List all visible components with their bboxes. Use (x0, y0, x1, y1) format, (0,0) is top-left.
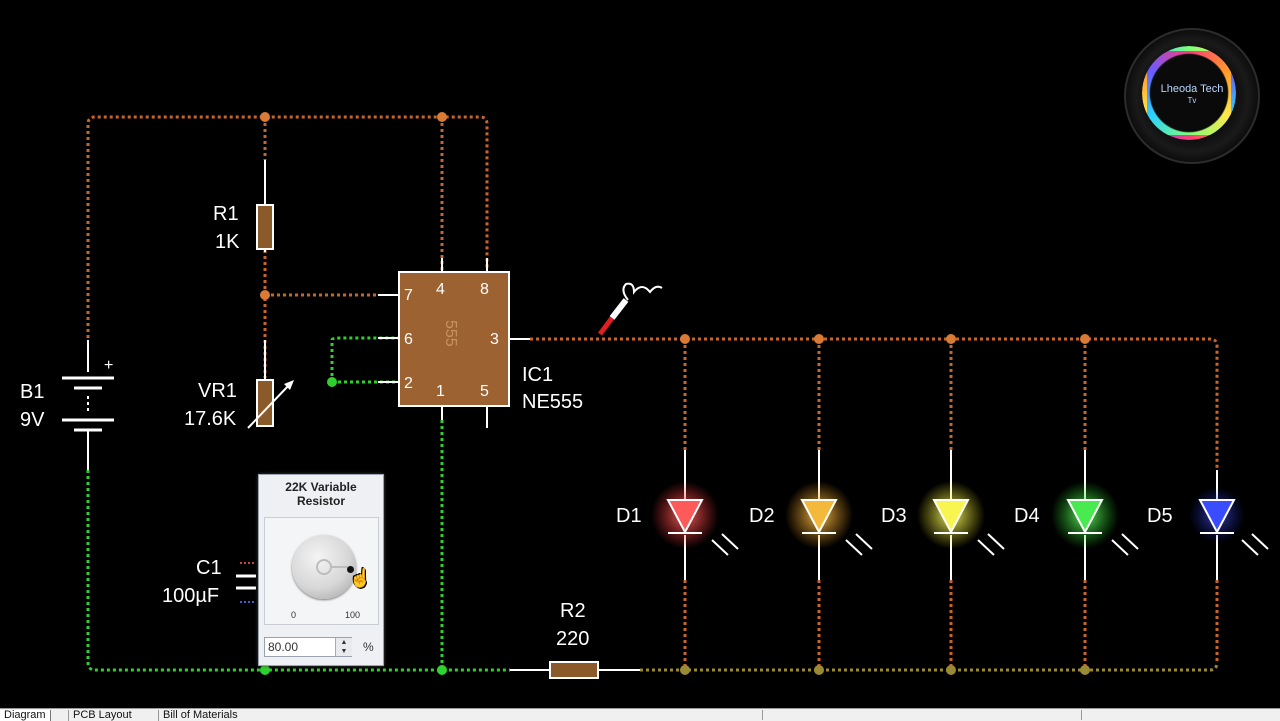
spin-up-icon[interactable]: ▲ (340, 639, 348, 646)
ic-body-label: 555 (442, 320, 459, 347)
junctions (260, 112, 1090, 675)
light-emission-icon (1111, 533, 1139, 556)
battery-b1[interactable]: + B1 9V (20, 357, 114, 432)
pin5-label: 5 (480, 383, 489, 400)
led-d5[interactable]: D5 (1147, 487, 1269, 556)
resistance-percent-input[interactable]: 80.00 (264, 637, 352, 657)
tab-bill-of-materials[interactable]: Bill of Materials (158, 710, 242, 721)
c1-ref: C1 (196, 557, 222, 579)
led-d1-ref: D1 (616, 505, 642, 527)
ic1-part: NE555 (522, 391, 583, 413)
led-d3-ref: D3 (881, 505, 907, 527)
popup-title: 22K Variable Resistor (259, 480, 383, 508)
tick-max: 100 (345, 610, 361, 620)
sheet-tab-bar: Diagram PCB Layout Bill of Materials (0, 708, 1280, 721)
logo-line1: Lheoda Tech (1160, 83, 1224, 95)
pin1-label: 1 (436, 383, 445, 400)
logo-line2: Tv (1187, 96, 1197, 105)
light-emission-icon (1241, 533, 1269, 556)
battery-value: 9V (20, 409, 45, 431)
pin4-label: 4 (436, 281, 445, 298)
hand-cursor-icon: ☝ (349, 568, 372, 588)
top-rail-wire (86, 115, 489, 338)
battery-ref: B1 (20, 381, 44, 403)
resistance-knob[interactable] (292, 535, 356, 599)
logic-probe-icon[interactable] (598, 282, 663, 336)
vr1-ref: VR1 (198, 380, 237, 402)
capacitor-c1[interactable]: C1 100µF (162, 557, 256, 607)
knob-panel: 0 100 ☝ (264, 517, 379, 625)
r2-ref: R2 (560, 600, 586, 622)
led-d5-ref: D5 (1147, 505, 1173, 527)
led-d4[interactable]: D4 (1014, 481, 1139, 556)
vr1-value: 17.6K (184, 408, 237, 430)
led-feed-wires (683, 339, 1087, 450)
percent-unit: % (363, 640, 374, 654)
r1-value: 1K (215, 231, 240, 253)
pin2-label: 2 (404, 375, 413, 392)
arrow-head-icon (284, 380, 294, 390)
light-emission-icon (845, 533, 873, 556)
ic1-ref: IC1 (522, 364, 553, 386)
led-return-wires (683, 580, 1219, 670)
r2-value: 220 (556, 628, 589, 650)
pin3-label: 3 (490, 331, 499, 348)
positive-wires (86, 115, 1219, 672)
knob-indicator (347, 566, 354, 573)
tab-pcb-layout[interactable]: PCB Layout (68, 710, 136, 721)
tick-min: 0 (291, 610, 297, 620)
logo-ring-icon (1142, 46, 1236, 140)
percent-spinner[interactable]: ▲ ▼ (335, 638, 352, 656)
ic1-ne555[interactable]: 7 4 8 6 3 2 1 5 555 IC1 NE555 (378, 258, 583, 420)
battery-plus-sign: + (104, 357, 113, 374)
resistor-r2[interactable]: R2 220 (549, 600, 599, 679)
logo-text: Lheoda Tech Tv (1126, 84, 1258, 106)
variable-resistor-vr1[interactable]: VR1 17.6K (184, 379, 294, 430)
led-d2-ref: D2 (749, 505, 775, 527)
channel-logo: Lheoda Tech Tv (1124, 28, 1260, 164)
c1-value: 100µF (162, 585, 219, 607)
pin6-label: 6 (404, 331, 413, 348)
knob-pointer-icon (316, 559, 350, 575)
spin-down-icon[interactable]: ▼ (340, 648, 348, 655)
tab-diagram[interactable]: Diagram (0, 710, 51, 721)
popup-title-line2: Resistor (296, 494, 346, 508)
bottom-ground-wire (86, 470, 510, 672)
led-d4-ref: D4 (1014, 505, 1040, 527)
variable-resistor-popup[interactable]: 22K Variable Resistor 0 100 ☝ 80.00 ▲ ▼ … (258, 474, 384, 666)
led-d1[interactable]: D1 (616, 481, 739, 556)
light-emission-icon (977, 533, 1005, 556)
popup-title-line1: 22K Variable (285, 480, 357, 494)
pin8-label: 8 (480, 281, 489, 298)
cathode-rail-wire (640, 661, 1219, 672)
led-d3[interactable]: D3 (881, 481, 1005, 556)
led-d2[interactable]: D2 (749, 481, 873, 556)
horizontal-scrollbar[interactable] (762, 710, 1082, 720)
trigger-threshold-wire (330, 336, 398, 382)
output-bus-wire (530, 337, 1219, 470)
light-emission-icon (711, 533, 739, 556)
r1-ref: R1 (213, 203, 239, 225)
pin7-label: 7 (404, 287, 413, 304)
resistor-r1[interactable]: R1 1K (213, 203, 274, 253)
variable-arrow-icon (247, 383, 291, 429)
